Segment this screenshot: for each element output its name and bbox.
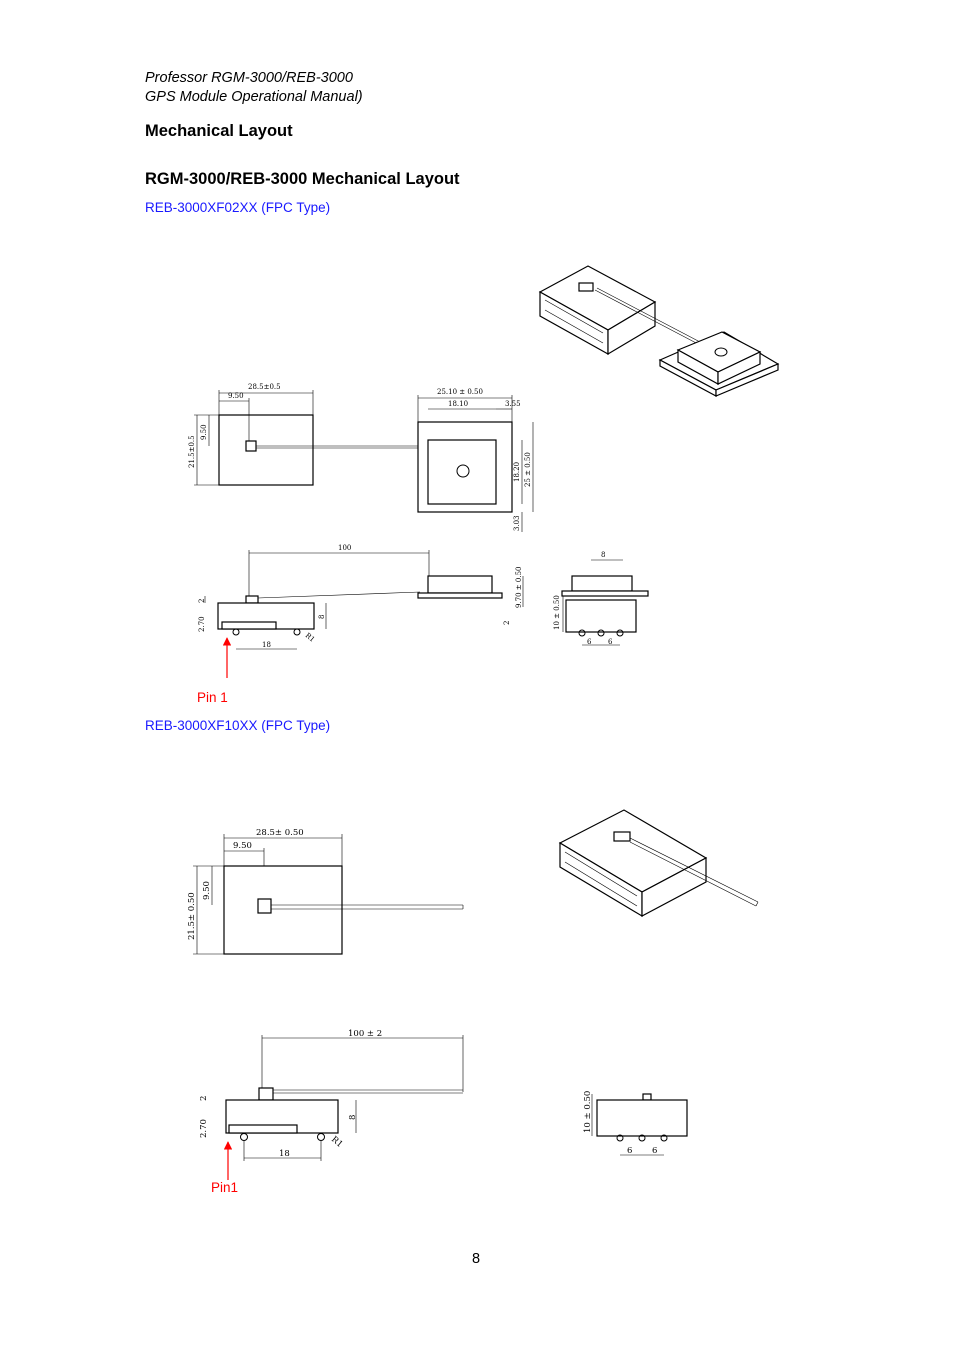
fig1-dim-antenna-h-inner: 18.20	[513, 462, 521, 482]
fig1-dim-antenna-outer: 25.10 ± 0.50	[437, 388, 483, 396]
fig1-dim-height: 21.5±0.5	[188, 435, 196, 468]
fig2-dim-offset-y: 9.50	[202, 881, 212, 900]
fig2-dim-width: 28.5± 0.50	[256, 828, 304, 838]
fig2-dim-side-len: 18	[279, 1149, 290, 1159]
fig2-end-view: 10 ± 0.50 6 6	[583, 1091, 688, 1156]
fig1-dim-side-h: 8	[318, 615, 326, 619]
figure1-caption: REB-3000XF02XX (FPC Type)	[145, 200, 331, 215]
fig1-dim-antenna-inner: 18.10	[448, 400, 468, 408]
fig1-dim-radius: R1	[304, 631, 317, 643]
page-number: 8	[472, 1251, 481, 1267]
fig2-iso-view	[558, 809, 759, 918]
fig1-dim-pitch1: 6	[587, 638, 592, 646]
fig2-dim-pitch2: 6	[652, 1146, 657, 1156]
fig2-dim-pitch1: 6	[627, 1146, 632, 1156]
fig1-dim-antenna-gap: 3.55	[505, 400, 521, 408]
fig2-dim-cable-len: 100 ± 2	[348, 1029, 382, 1039]
fig2-dim-offset-x: 9.50	[233, 841, 252, 851]
fig1-dim-pitch2: 6	[608, 638, 613, 646]
section-title: Mechanical Layout	[145, 122, 293, 140]
fig1-dim-antenna-bottom: 3.03	[513, 515, 521, 531]
fig1-dim-end-w: 8	[601, 551, 605, 559]
fig1-dim-side-bottom: 2.70	[198, 616, 206, 632]
fig1-dim-offset-x: 9.50	[228, 392, 244, 400]
fig1-iso-view	[538, 265, 780, 398]
fig1-dim-antenna-h-outer: 25 ± 0.50	[524, 452, 532, 487]
fig1-dim-cable-len: 100	[338, 544, 351, 552]
fig1-dim-end-h: 10 ± 0.50	[553, 595, 561, 630]
fig1-dim-side-len: 18	[262, 641, 271, 649]
fig1-dim-side-top: 2	[198, 599, 206, 603]
fig2-top-view: 28.5± 0.50 9.50 21.5± 0.50 9.50	[187, 828, 464, 955]
header-line-1: Professor RGM-3000/REB-3000	[145, 70, 353, 86]
fig1-dim-ant-base: 2	[503, 621, 511, 625]
fig1-dim-ant-h: 9.70 ± 0.50	[515, 567, 523, 609]
fig2-dim-side-h: 8	[348, 1115, 358, 1120]
figure2-caption: REB-3000XF10XX (FPC Type)	[145, 718, 331, 733]
fig1-top-view: 28.5±0.5 9.50 21.5±0.5 9.50	[188, 383, 418, 486]
fig2-dim-side-bottom: 2.70	[199, 1119, 209, 1138]
figure1-pin-label: Pin 1	[197, 690, 228, 705]
fig1-antenna-view: 25.10 ± 0.50 18.10 3.55 18.20 25 ± 0.50 …	[417, 388, 534, 532]
fig1-end-view: 8 10 ± 0.50 6 6	[553, 551, 649, 646]
fig1-dim-offset-y: 9.50	[200, 424, 208, 440]
header-line-2: GPS Module Operational Manual)	[145, 89, 363, 105]
fig1-side-view: 100 2 2.70 8 18 R1 9.70 ± 0.50 2	[198, 544, 524, 650]
fig2-dim-height: 21.5± 0.50	[187, 892, 197, 940]
fig2-dim-end-h: 10 ± 0.50	[583, 1091, 593, 1133]
subsection-title: RGM-3000/REB-3000 Mechanical Layout	[145, 170, 460, 188]
figure2-pin-label: Pin1	[211, 1180, 239, 1195]
fig2-dim-side-top: 2	[199, 1096, 209, 1101]
fig1-dim-width: 28.5±0.5	[248, 383, 281, 391]
fig2-side-view: 100 ± 2 2 2.70 8 18 R1	[199, 1029, 464, 1161]
fig2-dim-radius: R1	[329, 1135, 344, 1150]
